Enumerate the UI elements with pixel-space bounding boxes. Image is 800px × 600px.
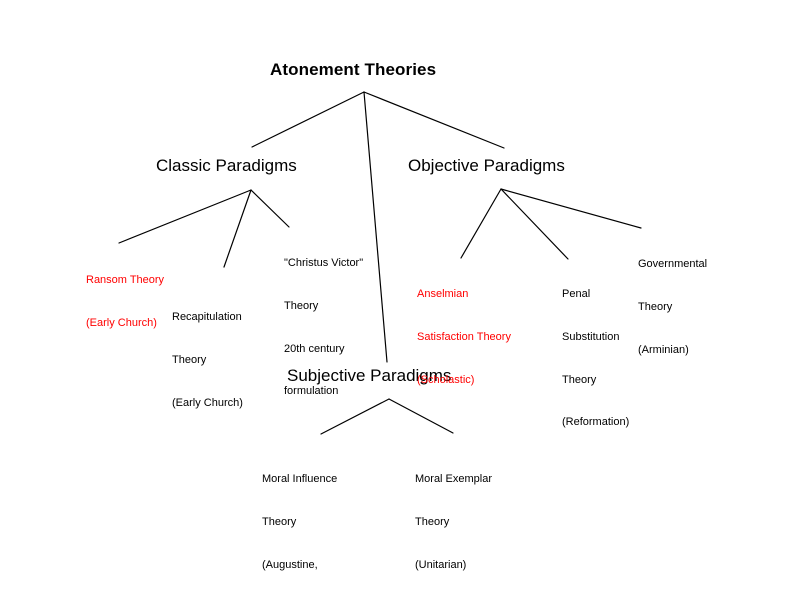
moral-exemplar-theory-line-1: Moral Exemplar <box>415 473 493 486</box>
christus-victor-theory-line-3: 20th century <box>284 342 345 355</box>
governmental-theory-line-1: Governmental <box>638 258 708 271</box>
edge-classic-to-recapitulation <box>223 189 252 268</box>
governmental-theory-line-2: Theory <box>638 301 673 314</box>
christus-victor-theory-line-1: "Christus Victor" <box>284 257 364 270</box>
moral-influence-theory-line-2: Theory <box>262 516 297 529</box>
node-christus-victor-theory: "Christus Victor" Theory 20th century fo… <box>284 228 363 427</box>
christus-victor-theory-line-2: Theory <box>284 300 319 313</box>
moral-exemplar-theory-line-3: (Unitarian) <box>415 558 467 571</box>
node-governmental-theory: Governmental Theory (Arminian) <box>638 229 707 385</box>
node-classic-paradigms: Classic Paradigms <box>156 156 297 175</box>
node-subjective-paradigms: Subjective Paradigms <box>287 366 452 385</box>
ransom-theory-line-1: Ransom Theory <box>86 274 165 287</box>
edge-root-to-subjective <box>363 91 388 363</box>
penal-substitution-theory-line-2: Substitution <box>562 331 620 344</box>
moral-influence-theory-line-1: Moral Influence <box>262 473 338 486</box>
christus-victor-theory-line-4: formulation <box>284 385 339 398</box>
node-moral-influence-theory: Moral Influence Theory (Augustine, Abela… <box>262 444 337 600</box>
node-anselmian-satisfaction-theory: Anselmian Satisfaction Theory (Scholasti… <box>417 259 511 415</box>
governmental-theory-line-3: (Arminian) <box>638 343 689 356</box>
node-ransom-theory: Ransom Theory (Early Church) <box>86 245 164 359</box>
edge-classic-to-ransom <box>118 189 252 244</box>
edge-root-to-classic <box>251 91 365 148</box>
node-penal-substitution-theory: Penal Substitution Theory (Reformation) <box>562 259 629 458</box>
edge-objective-to-anselmian <box>460 188 502 259</box>
edge-objective-to-penal <box>500 188 569 260</box>
node-objective-paradigms: Objective Paradigms <box>408 156 565 175</box>
node-moral-exemplar-theory: Moral Exemplar Theory (Unitarian) <box>415 444 492 600</box>
recapitulation-theory-line-1: Recapitulation <box>172 311 242 324</box>
recapitulation-theory-line-3: (Early Church) <box>172 396 243 409</box>
penal-substitution-theory-line-1: Penal <box>562 288 591 301</box>
node-root-atonement-theories: Atonement Theories <box>270 60 437 79</box>
edge-classic-to-christus-victor <box>250 189 290 228</box>
recapitulation-theory-line-2: Theory <box>172 354 207 367</box>
anselmian-satisfaction-theory-line-3: (Scholastic) <box>417 373 475 386</box>
penal-substitution-theory-line-3: Theory <box>562 373 597 386</box>
ransom-theory-line-2: (Early Church) <box>86 317 157 330</box>
anselmian-satisfaction-theory-line-1: Anselmian <box>417 288 469 301</box>
anselmian-satisfaction-theory-line-2: Satisfaction Theory <box>417 331 511 344</box>
edge-objective-to-governmental <box>500 188 642 229</box>
edge-root-to-objective <box>363 91 505 149</box>
moral-exemplar-theory-line-2: Theory <box>415 516 450 529</box>
node-recapitulation-theory: Recapitulation Theory (Early Church) <box>172 282 243 438</box>
penal-substitution-theory-line-4: (Reformation) <box>562 416 630 429</box>
moral-influence-theory-line-3: (Augustine, <box>262 558 318 571</box>
